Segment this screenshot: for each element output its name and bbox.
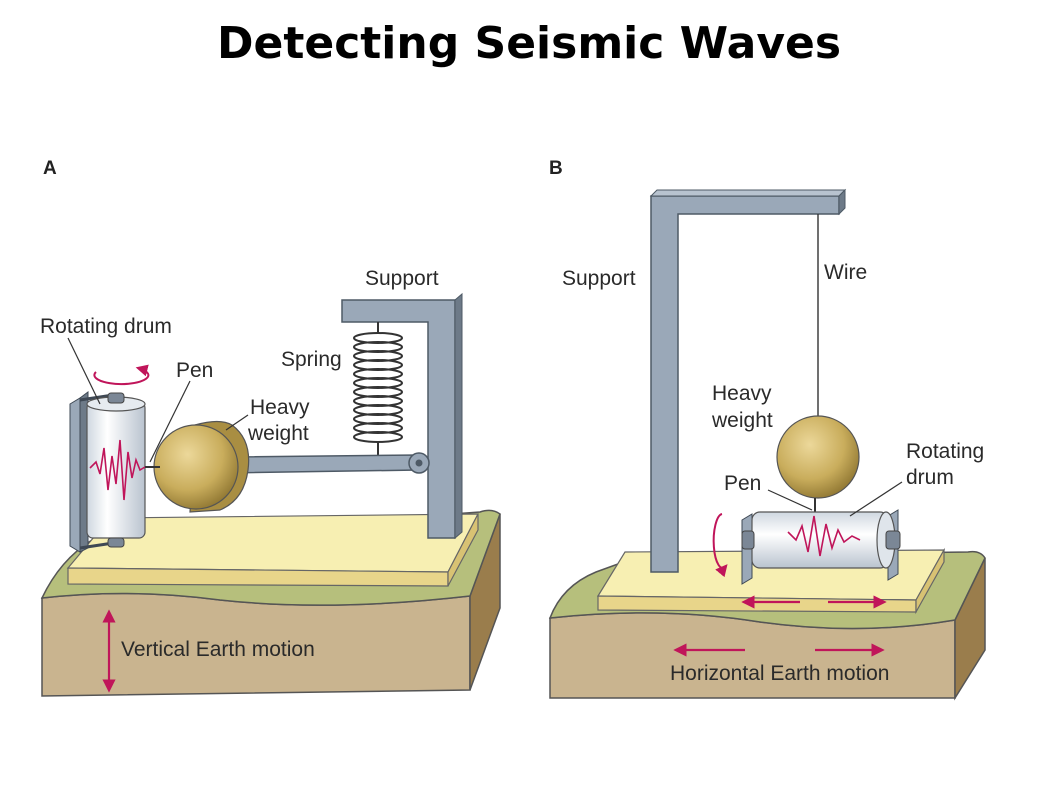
panel-a-rotation-arrow bbox=[93, 364, 150, 386]
panel-a-heavy-label-2: weight bbox=[247, 422, 309, 445]
weight-arm bbox=[224, 452, 430, 474]
panel-b-heavy-label-1: Heavy bbox=[712, 382, 772, 405]
panel-b-rotation-arrow bbox=[712, 513, 728, 578]
panel-a-support-label: Support bbox=[365, 267, 439, 290]
panel-b-letter: B bbox=[549, 158, 563, 179]
panel-a: A bbox=[40, 158, 501, 697]
panel-a-support-frame bbox=[341, 292, 463, 540]
panel-b-rotating-label-1: Rotating bbox=[906, 440, 984, 463]
panel-b-heavy-label-2: weight bbox=[711, 409, 773, 432]
panel-a-heavy-label-1: Heavy bbox=[250, 396, 310, 419]
page-title: Detecting Seismic Waves bbox=[216, 18, 842, 69]
panel-a-rotating-drum-label: Rotating drum bbox=[40, 315, 172, 338]
vertical-motion-label: Vertical Earth motion bbox=[121, 638, 315, 661]
spring-label: Spring bbox=[281, 348, 342, 371]
panel-a-letter: A bbox=[43, 158, 57, 179]
panel-b: B bbox=[548, 158, 986, 701]
wire-label: Wire bbox=[824, 261, 867, 284]
panel-a-leader-lines bbox=[67, 337, 249, 463]
panel-b-leader-lines bbox=[767, 481, 903, 517]
panel-b-rotating-label-2: drum bbox=[906, 466, 954, 489]
panel-a-rotating-drum bbox=[69, 391, 160, 553]
panel-b-rotating-drum bbox=[741, 509, 901, 585]
panel-a-base bbox=[66, 513, 479, 587]
horizontal-motion-label: Horizontal Earth motion bbox=[670, 662, 889, 685]
panel-b-support-label: Support bbox=[562, 267, 636, 290]
panel-a-pen-label: Pen bbox=[176, 359, 213, 382]
panel-b-heavy-weight bbox=[776, 415, 860, 499]
panel-a-heavy-weight bbox=[153, 420, 250, 513]
spring-coil bbox=[353, 322, 403, 460]
panel-b-support-frame bbox=[649, 188, 847, 573]
panel-b-pen-label: Pen bbox=[724, 472, 761, 495]
